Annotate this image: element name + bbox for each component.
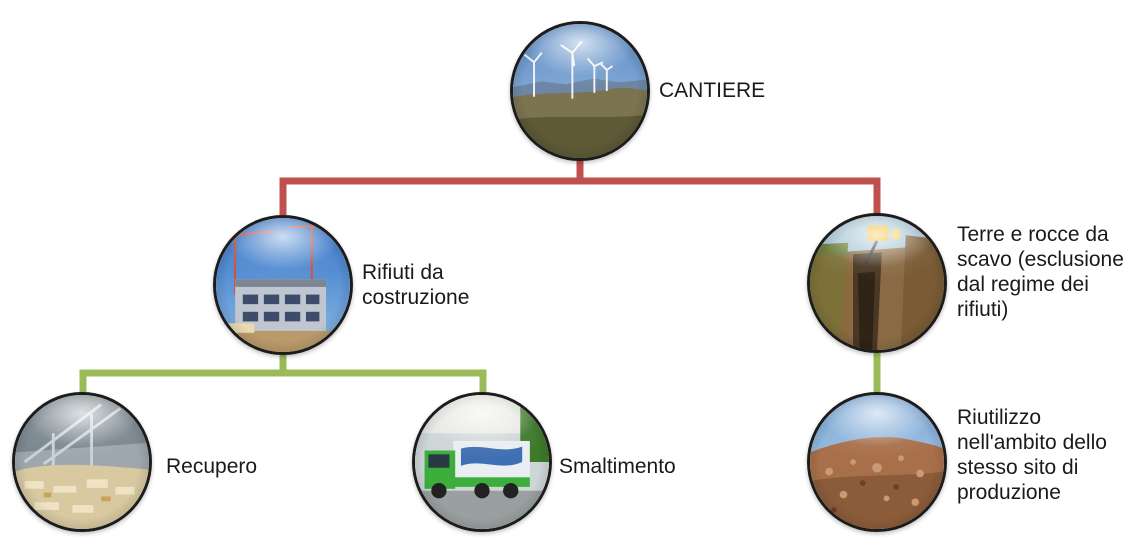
- label-smaltimento: Smaltimento: [559, 455, 676, 478]
- label-riutilizzo: Riutilizzo nell'ambito dello stesso sito…: [957, 406, 1107, 504]
- building-construction-photo: [216, 218, 350, 352]
- label-rifiuti: Rifiuti da costruzione: [362, 261, 470, 309]
- node-riutilizzo: [807, 392, 947, 532]
- recycling-plant-photo: [15, 395, 149, 529]
- node-smaltimento: [412, 392, 552, 532]
- garbage-truck-photo: [415, 395, 549, 529]
- label-terre: Terre e rocce da scavo (esclusione dal r…: [957, 223, 1124, 321]
- node-rifiuti: [213, 215, 353, 355]
- node-recupero: [12, 392, 152, 532]
- node-cantiere: [510, 21, 650, 161]
- connector-root: [279, 160, 881, 215]
- node-terre: [807, 213, 947, 353]
- soil-pile-photo: [810, 395, 944, 529]
- label-recupero: Recupero: [166, 455, 258, 478]
- label-cantiere: CANTIERE: [659, 79, 766, 102]
- excavation-trench-photo: [810, 216, 944, 350]
- wind-farm-hillside-photo: [513, 24, 647, 158]
